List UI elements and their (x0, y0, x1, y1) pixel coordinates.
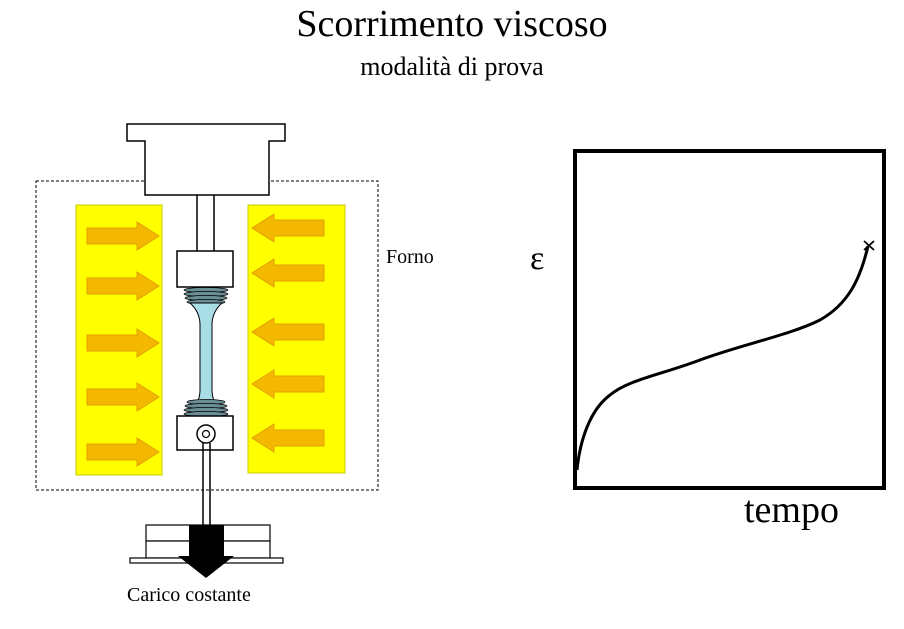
upper-grip (176, 250, 234, 288)
specimen (188, 302, 224, 411)
graph-frame (573, 149, 886, 490)
fracture-marker-icon (863, 240, 875, 251)
load-label: Carico costante (127, 584, 251, 606)
y-axis-label: ε (530, 240, 545, 277)
upper-crosshead (126, 123, 286, 196)
page-subtitle: modalità di prova (360, 52, 544, 81)
upper-thread (183, 287, 229, 305)
load-arrow-icon (178, 525, 234, 578)
page-title: Scorrimento viscoso (296, 3, 608, 45)
furnace-label: Forno (386, 246, 434, 268)
lower-thread (183, 399, 229, 417)
x-axis-label: tempo (744, 489, 839, 531)
creep-curve (575, 245, 870, 471)
